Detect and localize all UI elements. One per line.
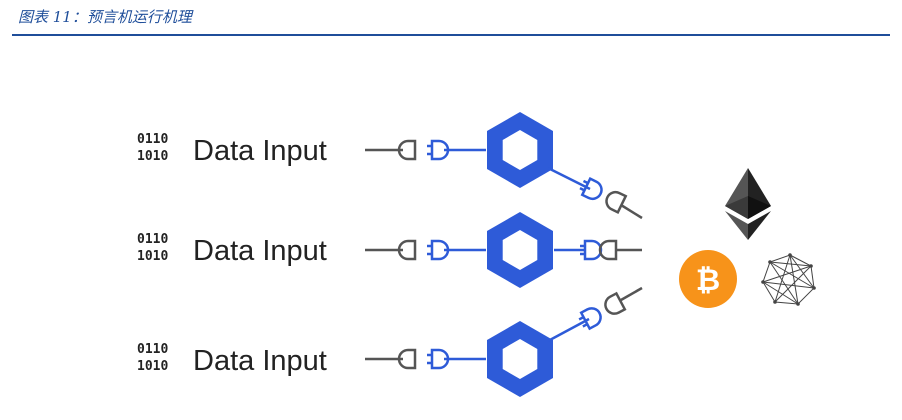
binary-top: 0110 <box>137 132 168 147</box>
bitcoin-icon: ₿ <box>679 250 737 308</box>
binary-icon: 0110 1010 <box>137 132 168 164</box>
binary-bottom: 1010 <box>137 359 168 374</box>
binary-top: 0110 <box>137 232 168 247</box>
binary-icon: 0110 1010 <box>137 342 168 374</box>
data-input-row-1: 0110 1010 Data Input <box>137 112 643 220</box>
data-input-row-2: 0110 1010 Data Input <box>137 212 642 288</box>
plug-icon <box>576 175 606 204</box>
data-input-row-3: 0110 1010 Data Input <box>137 286 643 397</box>
caption-rule <box>12 34 890 36</box>
binary-icon: 0110 1010 <box>137 232 168 264</box>
hyperledger-icon <box>761 253 816 306</box>
output-wire <box>547 317 590 343</box>
ethereum-icon <box>725 168 771 240</box>
chainlink-node-icon <box>487 321 553 397</box>
binary-bottom: 1010 <box>137 249 168 264</box>
plug-icon <box>600 292 627 319</box>
chainlink-node-icon <box>487 212 553 288</box>
data-input-label: Data Input <box>193 235 327 267</box>
chainlink-node-icon <box>487 112 553 188</box>
plug-icon <box>598 239 618 261</box>
figure-caption: 图表 11：预言机运行机理 <box>18 8 192 26</box>
data-input-label: Data Input <box>193 345 327 377</box>
binary-top: 0110 <box>137 342 168 357</box>
output-wire <box>620 286 643 302</box>
binary-bottom: 1010 <box>137 149 168 164</box>
data-input-label: Data Input <box>193 135 327 167</box>
output-wire <box>620 203 643 220</box>
plug-icon <box>602 187 627 214</box>
plug-icon <box>575 303 606 333</box>
output-wire <box>547 166 591 191</box>
bitcoin-symbol: ₿ <box>696 264 720 297</box>
